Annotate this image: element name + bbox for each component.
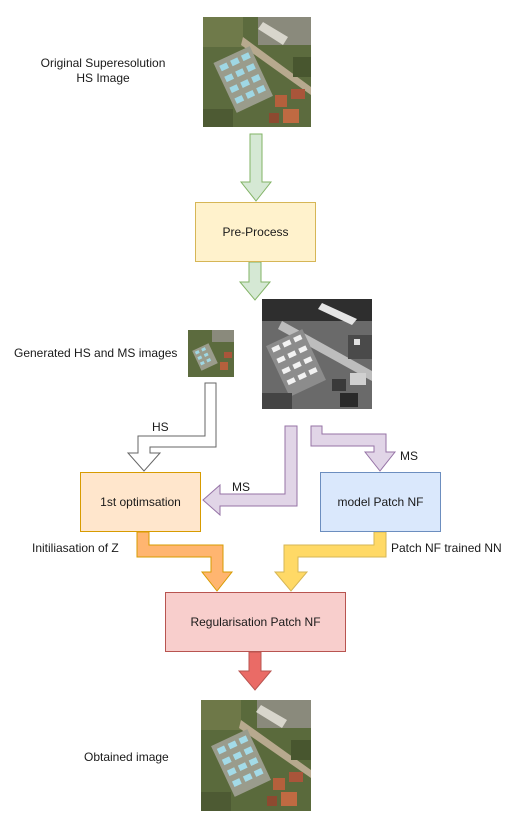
- aerial-image-original: [203, 17, 311, 127]
- original-label-line1: Original Superesolution: [40, 56, 166, 70]
- preprocess-label: Pre-Process: [222, 225, 289, 239]
- ms-label-left: MS: [232, 480, 250, 494]
- arrow-hs-to-optim: [126, 382, 217, 472]
- generated-hs-image: [188, 330, 234, 377]
- ms-label-right: MS: [400, 449, 418, 463]
- aerial-image-small: [188, 330, 234, 377]
- regularisation-patch-nf-box: Regularisation Patch NF: [165, 592, 346, 652]
- generated-ms-image: [262, 299, 372, 409]
- preprocess-box: Pre-Process: [195, 202, 316, 262]
- arrow-ms-to-optim: [202, 425, 298, 517]
- obtained-image-label: Obtained image: [84, 750, 169, 764]
- arrow-ms-to-model: [310, 425, 397, 472]
- grayscale-aerial-image: [262, 299, 372, 409]
- original-label-line2: HS Image: [76, 71, 130, 85]
- first-optimisation-box: 1st optimsation: [80, 472, 201, 532]
- arrow-original-to-preprocess: [239, 133, 273, 202]
- patch-nf-trained-label: Patch NF trained NN: [391, 541, 502, 555]
- regularisation-label: Regularisation Patch NF: [190, 615, 321, 629]
- original-image-label: Original Superesolution HS Image: [28, 56, 178, 86]
- first-optimisation-label: 1st optimsation: [100, 495, 181, 509]
- model-patch-nf-box: model Patch NF: [320, 472, 441, 532]
- arrow-optim-to-reg: [136, 531, 234, 592]
- arrow-model-to-reg: [273, 531, 387, 592]
- aerial-image-obtained: [201, 700, 311, 811]
- original-hs-image: [203, 17, 311, 127]
- arrow-preprocess-to-generated: [238, 261, 272, 301]
- generated-images-label: Generated HS and MS images: [14, 346, 178, 360]
- obtained-image: [201, 700, 311, 811]
- init-z-label: Initiliasation of Z: [32, 541, 119, 555]
- model-patch-nf-label: model Patch NF: [337, 495, 424, 509]
- hs-label: HS: [152, 420, 169, 434]
- arrow-reg-to-obtained: [237, 651, 273, 691]
